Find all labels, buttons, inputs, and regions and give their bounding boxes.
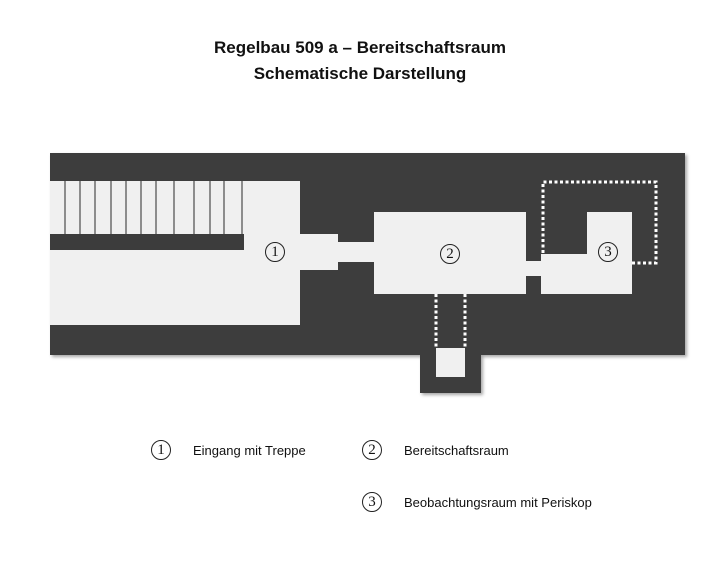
legend-label: Eingang mit Treppe [193, 442, 306, 458]
legend-item-ready-room: 2 Bereitschaftsraum [362, 440, 509, 460]
legend-number: 3 [362, 492, 382, 512]
stair-wall [50, 234, 244, 250]
legend-item-entrance: 1 Eingang mit Treppe [151, 440, 306, 460]
plan-label-1: 1 [265, 242, 285, 262]
diagram-title: Regelbau 509 a – Bereitschaftsraum [214, 38, 506, 57]
plan-label-2: 2 [440, 244, 460, 264]
legend-label: Bereitschaftsraum [404, 442, 509, 458]
legend-item-observation-room: 3 Beobachtungsraum mit Periskop [362, 492, 592, 512]
diagram-subtitle: Schematische Darstellung [253, 64, 467, 83]
periscope-outline [541, 180, 658, 265]
observation-passage [525, 261, 542, 276]
entrance-passage [300, 234, 338, 270]
legend-number: 1 [151, 440, 171, 460]
entrance-room [50, 181, 300, 325]
emergency-exit-shaft [436, 348, 465, 377]
stair-steps [64, 181, 243, 234]
legend-number: 2 [362, 440, 382, 460]
airlock-passage [337, 242, 375, 262]
legend-label: Beobachtungsraum mit Periskop [404, 494, 592, 510]
plan-label-3: 3 [598, 242, 618, 262]
observation-room [541, 254, 632, 294]
